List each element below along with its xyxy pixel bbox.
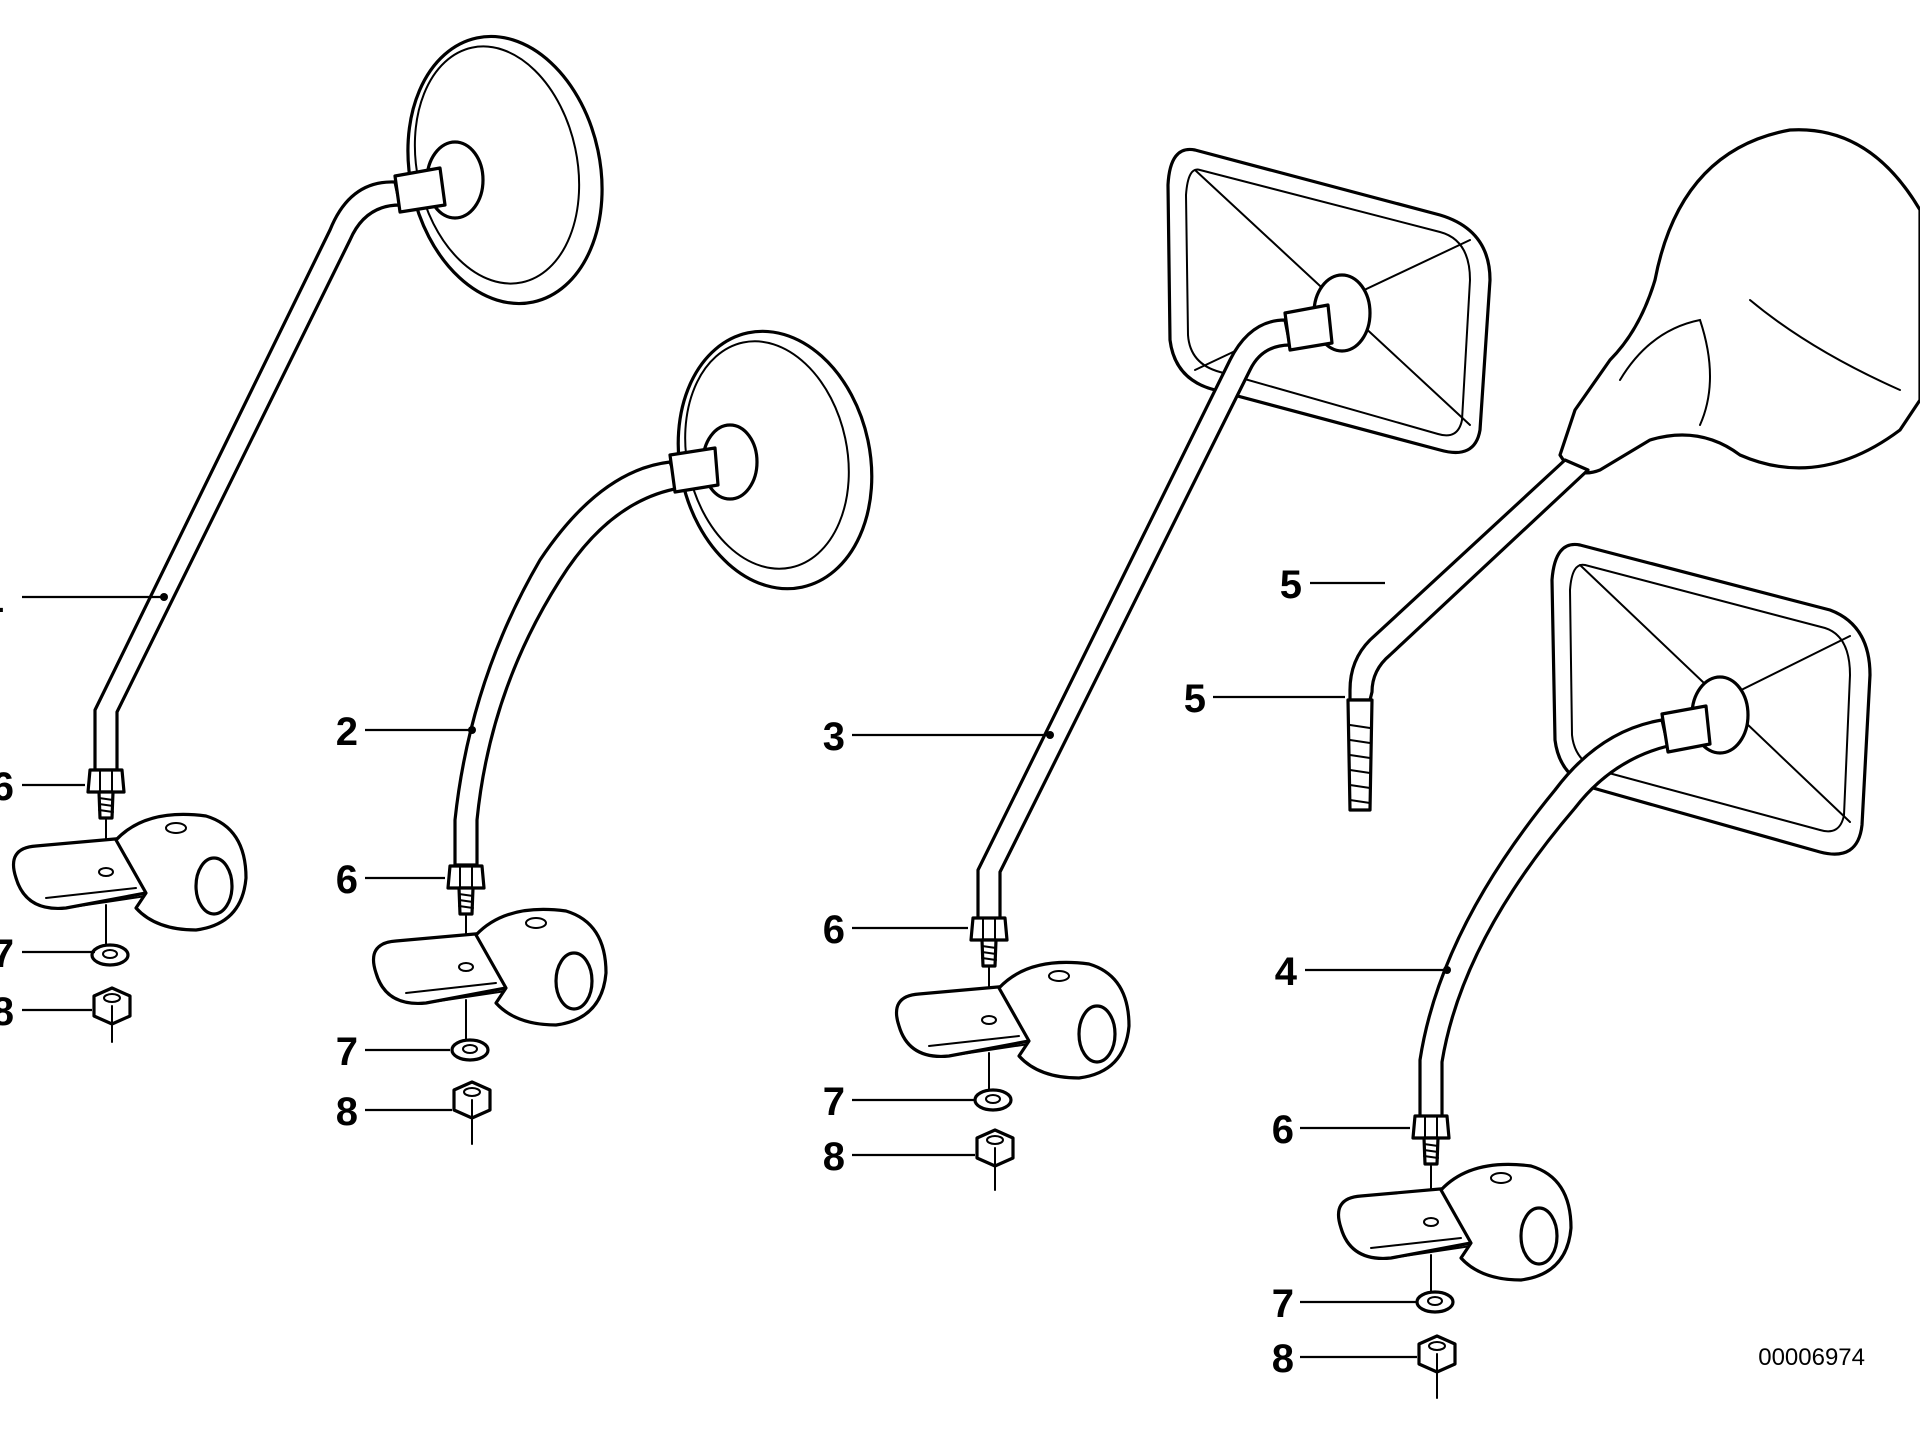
leader-lines xyxy=(22,581,1451,1359)
callout-3: 3 xyxy=(823,715,845,759)
assembly-5 xyxy=(1346,128,1920,812)
callout-5: 5 xyxy=(1280,563,1302,607)
callout-6: 6 xyxy=(0,765,14,809)
assembly-3 xyxy=(894,147,1492,1191)
callout-4: 4 xyxy=(1275,950,1298,994)
callout-5: 5 xyxy=(1184,677,1206,721)
diagram-reference-number: 00006974 xyxy=(1758,1344,1865,1371)
callout-7: 7 xyxy=(0,932,14,976)
callout-7: 7 xyxy=(336,1030,358,1074)
callout-6: 6 xyxy=(336,858,358,902)
assembly-1 xyxy=(11,34,604,1043)
assembly-2 xyxy=(371,329,874,1145)
callout-7: 7 xyxy=(1272,1282,1294,1326)
callout-8: 8 xyxy=(336,1090,358,1134)
callout-8: 8 xyxy=(823,1135,845,1179)
callout-2: 2 xyxy=(336,710,358,754)
assembly-4 xyxy=(1336,542,1872,1399)
callout-6: 6 xyxy=(823,908,845,952)
callout-8: 8 xyxy=(0,990,14,1034)
callout-labels: 1 6 7 8 2 6 7 8 3 6 7 8 5 5 4 6 7 8 xyxy=(0,563,1302,1381)
callout-7: 7 xyxy=(823,1080,845,1124)
callout-1: 1 xyxy=(0,577,4,621)
callout-8: 8 xyxy=(1272,1337,1294,1381)
callout-6: 6 xyxy=(1272,1108,1294,1152)
